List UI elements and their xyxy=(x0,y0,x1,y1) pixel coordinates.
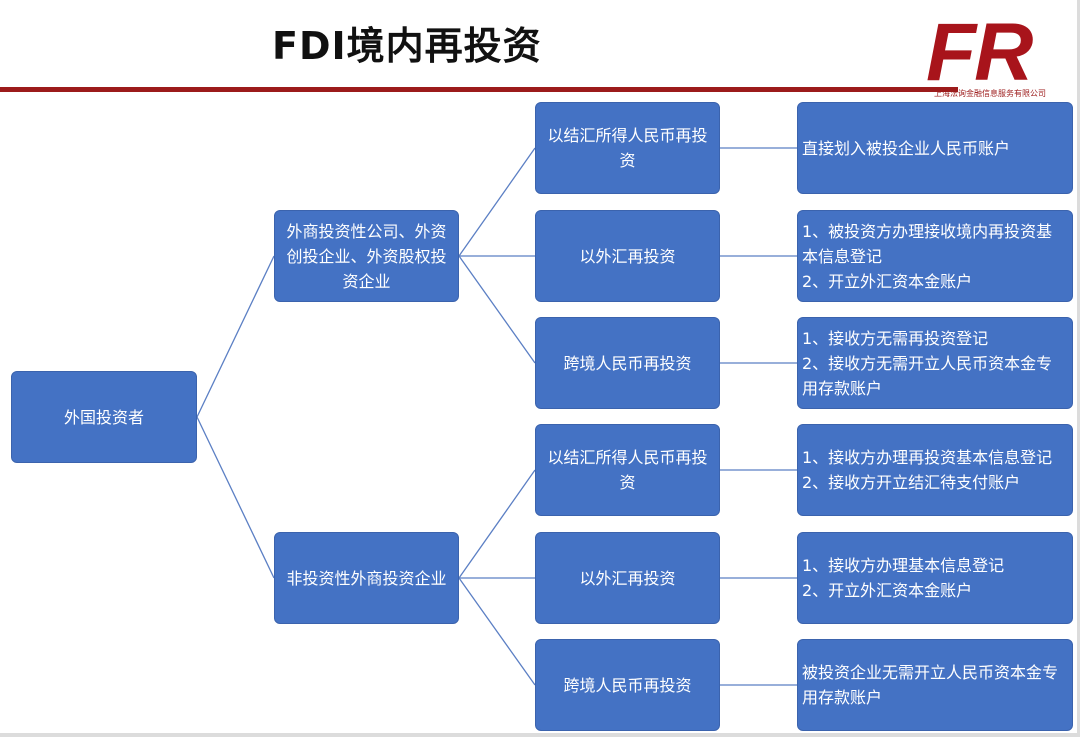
slide-frame-bottom xyxy=(0,733,1080,737)
requirement-node: 1、接收方无需再投资登记 2、接收方无需开立人民币资本金专用存款账户 xyxy=(797,317,1073,409)
branch-node-investment-companies: 外商投资性公司、外资创投企业、外资股权投资企业 xyxy=(274,210,459,302)
requirement-text: 被投资企业无需开立人民币资本金专用存款账户 xyxy=(802,663,1059,707)
connector-root-branch-2 xyxy=(196,416,275,579)
method-node-rmb-from-settlement: 以结汇所得人民币再投资 xyxy=(535,424,720,516)
method-node-cross-border-rmb: 跨境人民币再投资 xyxy=(535,639,720,731)
method-node-foreign-currency: 以外汇再投资 xyxy=(535,532,720,624)
root-node-label: 外国投资者 xyxy=(63,407,144,427)
branch-node-non-investment-fie: 非投资性外商投资企业 xyxy=(274,532,459,624)
requirement-node: 被投资企业无需开立人民币资本金专用存款账户 xyxy=(797,639,1073,731)
requirement-text: 1、接收方办理再投资基本信息登记 2、接收方开立结汇待支付账户 xyxy=(802,448,1053,492)
method-node-cross-border-rmb: 跨境人民币再投资 xyxy=(535,317,720,409)
connector-root-branch-1 xyxy=(196,255,275,418)
requirement-node: 1、接收方办理基本信息登记 2、开立外汇资本金账户 xyxy=(797,532,1073,624)
method-node-label: 以外汇再投资 xyxy=(579,568,676,588)
logo-caption: 上海法询金融信息服务有限公司 xyxy=(934,89,1046,98)
method-node-label: 以结汇所得人民币再投资 xyxy=(547,448,708,492)
method-node-label: 以结汇所得人民币再投资 xyxy=(547,126,708,170)
requirement-text: 1、接收方办理基本信息登记 2、开立外汇资本金账户 xyxy=(802,556,1005,600)
title-underline xyxy=(0,87,958,92)
connector-b1-m1 xyxy=(458,147,536,257)
branch-node-label: 外商投资性公司、外资创投企业、外资股权投资企业 xyxy=(286,221,447,291)
method-node-foreign-currency: 以外汇再投资 xyxy=(535,210,720,302)
branch-node-label: 非投资性外商投资企业 xyxy=(286,568,447,588)
method-node-label: 以外汇再投资 xyxy=(579,246,676,266)
connector-b2-m1 xyxy=(458,469,536,579)
requirement-node: 直接划入被投企业人民币账户 xyxy=(797,102,1073,194)
connector-b1-m3 xyxy=(458,255,536,364)
method-node-rmb-from-settlement: 以结汇所得人民币再投资 xyxy=(535,102,720,194)
requirement-text: 1、被投资方办理接收境内再投资基本信息登记 2、开立外汇资本金账户 xyxy=(802,221,1053,291)
slide-frame-right xyxy=(1077,0,1080,737)
requirement-text: 直接划入被投企业人民币账户 xyxy=(802,138,1011,158)
method-node-label: 跨境人民币再投资 xyxy=(563,675,692,695)
requirement-text: 1、接收方无需再投资登记 2、接收方无需开立人民币资本金专用存款账户 xyxy=(802,328,1053,398)
root-node: 外国投资者 xyxy=(11,371,197,463)
page-title: FDI境内再投资 xyxy=(272,24,542,68)
connector-b2-m3 xyxy=(458,577,536,686)
company-logo: FR xyxy=(926,10,1035,90)
requirement-node: 1、被投资方办理接收境内再投资基本信息登记 2、开立外汇资本金账户 xyxy=(797,210,1073,302)
method-node-label: 跨境人民币再投资 xyxy=(563,353,692,373)
requirement-node: 1、接收方办理再投资基本信息登记 2、接收方开立结汇待支付账户 xyxy=(797,424,1073,516)
logo-letters: FR xyxy=(926,10,1033,90)
